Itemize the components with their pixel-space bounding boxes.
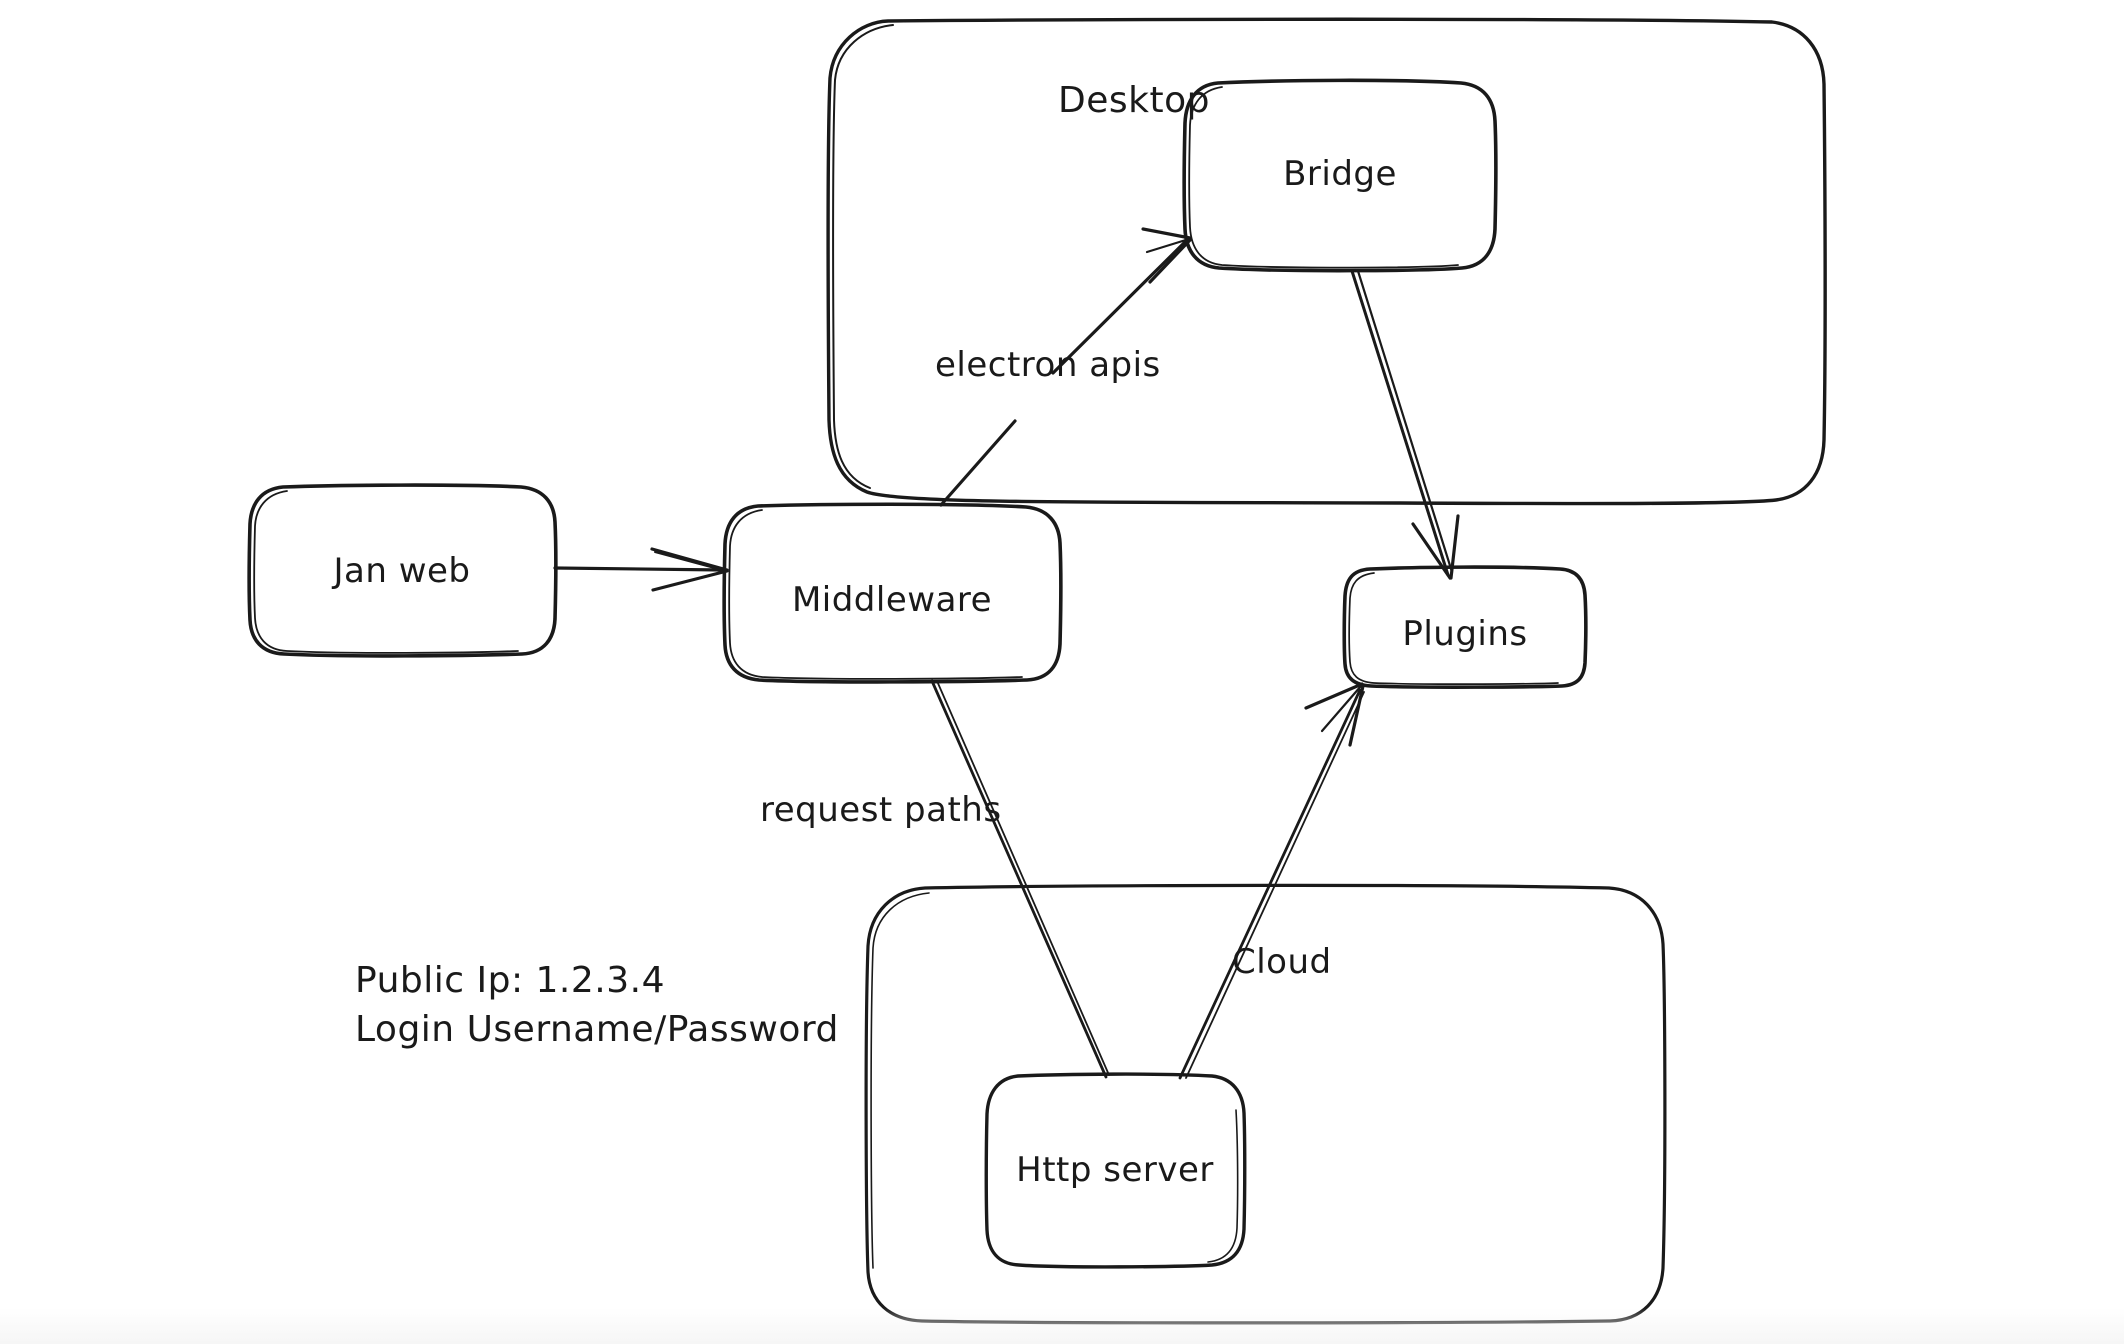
node-box-bridge[interactable]: [1182, 78, 1498, 273]
node-box-jan-web[interactable]: [247, 483, 558, 658]
group-label-desktop: Desktop: [1058, 80, 1210, 121]
edge-bridge-to-plugins: [1350, 269, 1460, 580]
edge-janweb-to-middleware: [553, 547, 729, 592]
group-label-cloud: Cloud: [1232, 942, 1332, 982]
edge-label-request-paths: request paths: [760, 790, 1002, 830]
node-box-http-server[interactable]: [984, 1072, 1247, 1269]
node-label-plugins: Plugins: [1402, 614, 1528, 654]
node-label-http-server: Http server: [1016, 1150, 1214, 1190]
node-box-middleware[interactable]: [722, 502, 1063, 684]
edge-middleware-to-bridge: [939, 227, 1192, 507]
edge-label-electron-apis: electron apis: [935, 345, 1161, 385]
public-ip-note: Public Ip: 1.2.3.4 Login Username/Passwo…: [355, 960, 839, 1050]
node-box-plugins[interactable]: [1342, 565, 1588, 689]
public-ip-note-line-1: Public Ip: 1.2.3.4: [355, 960, 665, 1001]
node-label-middleware: Middleware: [791, 580, 993, 620]
group-container-desktop: [826, 17, 1827, 506]
node-label-jan-web: Jan web: [333, 551, 471, 591]
public-ip-note-line-2: Login Username/Password: [355, 1009, 839, 1050]
edge-httpserver-to-plugins: [1178, 682, 1365, 1080]
node-label-bridge: Bridge: [1283, 154, 1397, 194]
edge-middleware-to-httpserver: [930, 679, 1110, 1079]
